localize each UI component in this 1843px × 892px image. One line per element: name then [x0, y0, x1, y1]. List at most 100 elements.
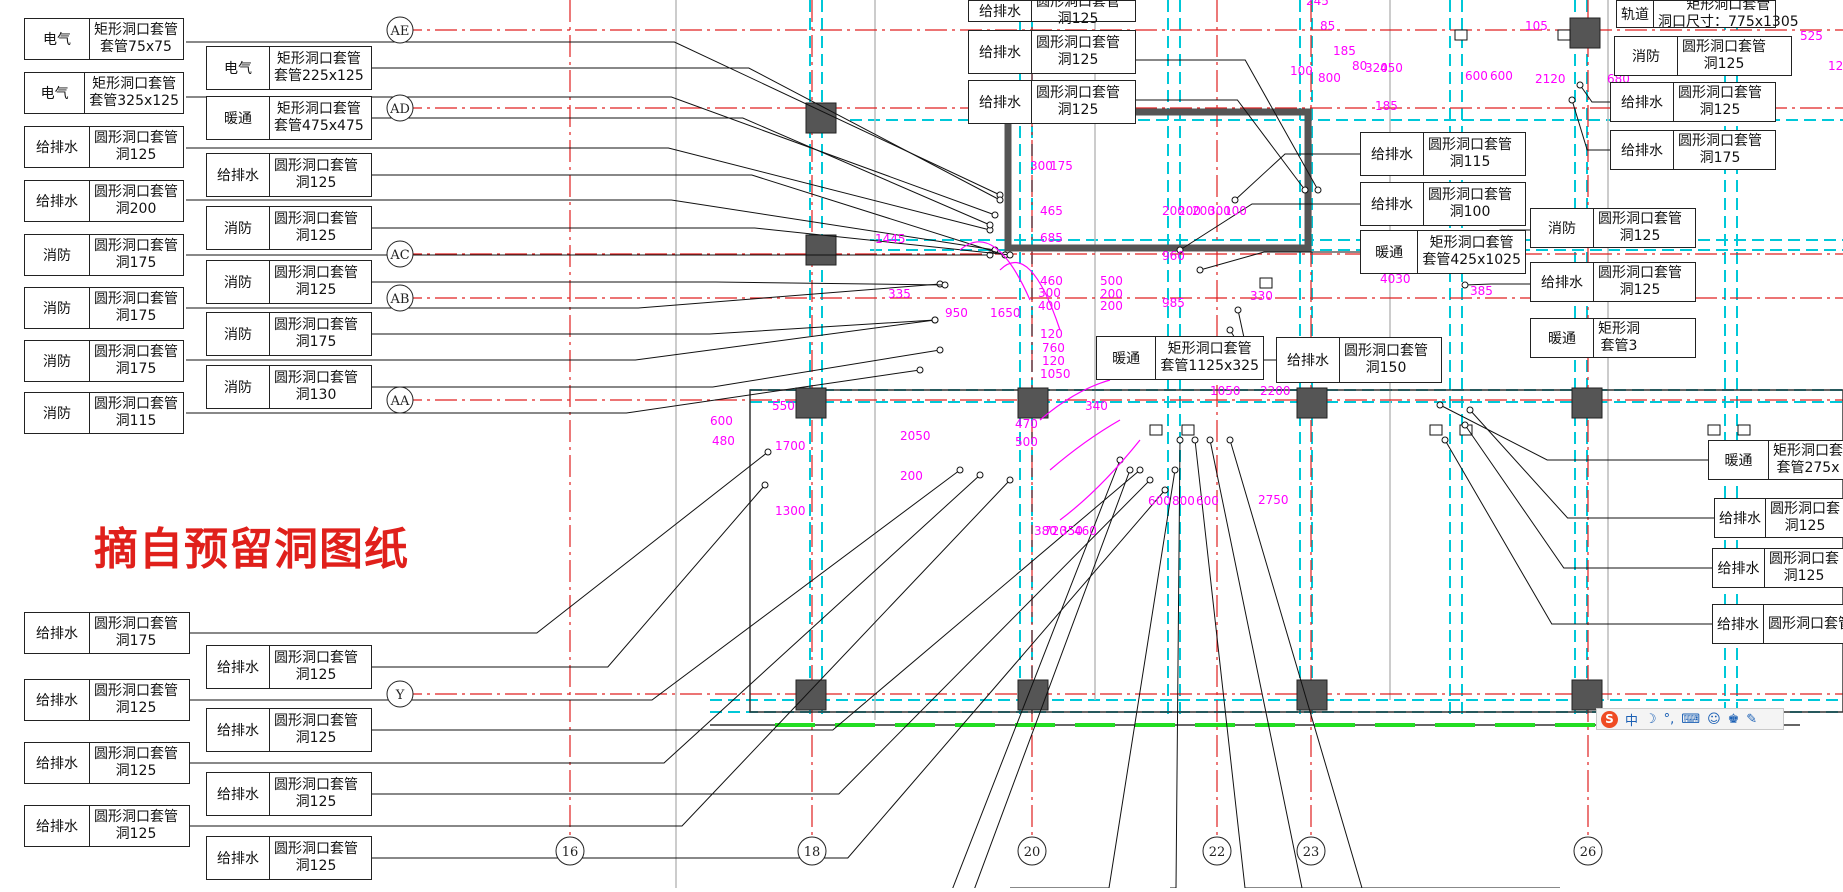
- shirt-icon[interactable]: ♚: [1727, 711, 1740, 727]
- tag-category: 给排水: [1277, 338, 1340, 382]
- ime-toolbar[interactable]: S 中 ☽ °, ⌨ ☺ ♚ ✎: [1596, 708, 1784, 730]
- hole-tag: 消防圆形洞口套管洞175: [24, 234, 184, 276]
- dimension-value: 1050: [1210, 384, 1241, 398]
- hole-tag: 电气矩形洞口套管套管325x125: [24, 72, 184, 114]
- dimension-value: 600: [1196, 494, 1219, 508]
- dimension-value: 400: [1038, 299, 1061, 313]
- leader-point: [1234, 306, 1242, 314]
- tag-description: 矩形洞口套管套管1125x325: [1156, 337, 1263, 379]
- tag-category: 消防: [1615, 37, 1678, 75]
- hole-tag: 消防圆形洞口套管洞125: [1530, 208, 1696, 248]
- leader-line: [372, 479, 1151, 795]
- hole-tag: 消防圆形洞口套管洞130: [206, 365, 372, 409]
- tag-description: 圆形洞口套洞125: [1765, 549, 1843, 587]
- moon-icon[interactable]: ☽: [1645, 711, 1657, 727]
- leader-line: [372, 227, 1011, 256]
- axis-label: AB: [390, 292, 410, 307]
- column: [1296, 679, 1328, 711]
- tag-category: 给排水: [25, 806, 90, 846]
- tag-category: 给排水: [969, 1, 1032, 21]
- tag-description: 矩形洞口套管套管425x1025: [1418, 231, 1525, 273]
- tag-description: 圆形洞口套管洞115: [1424, 133, 1516, 175]
- axis-bubble: [386, 284, 414, 312]
- dimension-value: 550: [772, 399, 795, 413]
- dimension-value: 80: [1352, 59, 1367, 73]
- dimension-value: 200: [1192, 204, 1215, 218]
- dimension-value: 960: [1162, 249, 1185, 263]
- tag-line: 洞125: [295, 858, 337, 874]
- axis-bubble: [797, 836, 827, 866]
- tag-line: 圆形洞口套管: [274, 158, 358, 174]
- tag-line: 洞130: [295, 387, 337, 403]
- dimension-value: 300: [1208, 204, 1231, 218]
- tag-line: 矩形洞口套管: [1167, 341, 1252, 357]
- tag-description: 圆形洞口套管洞125: [90, 743, 182, 783]
- tag-description: 圆形洞口套管洞125: [270, 261, 362, 303]
- leader-line: [372, 281, 946, 286]
- hole-tag: 给排水圆形洞口套管洞125: [24, 679, 190, 721]
- sleeve-box: [1149, 424, 1163, 436]
- ime-lang-toggle[interactable]: 中: [1625, 713, 1639, 729]
- leader-point: [1568, 96, 1576, 104]
- leader-line: [1444, 439, 1712, 625]
- hole-tag: 消防圆形洞口套管洞125: [206, 260, 372, 304]
- tag-line: 圆形洞口套管: [274, 777, 358, 793]
- tag-description: 圆形洞口套管洞175: [90, 288, 182, 328]
- tag-description: 矩形洞套管3: [1594, 319, 1644, 357]
- leader-line: [1464, 424, 1712, 569]
- tag-line: 洞125: [1699, 102, 1741, 118]
- leader-point: [1206, 436, 1214, 444]
- tag-line: 洞175: [115, 308, 157, 324]
- tag-category: 给排水: [1361, 133, 1424, 175]
- tag-description: 圆形洞口套管洞125: [270, 709, 362, 751]
- dimension-value: 175: [1050, 159, 1073, 173]
- tag-line: 矩形洞口套管: [1686, 0, 1771, 13]
- leader-point: [1006, 476, 1014, 484]
- leader-point: [1461, 421, 1469, 429]
- dimension-value: 200: [1100, 287, 1123, 301]
- dimension-value: 200: [1100, 299, 1123, 313]
- leader-point: [1441, 436, 1449, 444]
- tag-line: 矩形洞口套管: [1429, 235, 1514, 251]
- dimension-value: 685: [1040, 231, 1063, 245]
- tag-line: 套管475x475: [274, 118, 364, 134]
- keyboard-icon[interactable]: ⌨: [1681, 711, 1701, 727]
- hole-tag: 给排水圆形洞口套管洞150: [1276, 337, 1442, 383]
- leader-line: [1579, 84, 1610, 103]
- leader-point: [941, 281, 949, 289]
- tag-description: 圆形洞口套管洞125: [270, 154, 362, 196]
- sogou-logo-icon[interactable]: S: [1601, 710, 1618, 728]
- leader-point: [1146, 476, 1154, 484]
- leader-point: [1314, 186, 1322, 194]
- axis-bubble: [386, 240, 414, 268]
- tag-line: 洞125: [1057, 11, 1099, 27]
- tag-category: 给排水: [1713, 549, 1765, 587]
- leader-point: [1231, 196, 1239, 204]
- tag-line: 圆形洞口套管: [274, 211, 358, 227]
- tag-category: 给排水: [25, 743, 90, 783]
- dimension-value: 200: [1162, 204, 1185, 218]
- tag-category: 给排水: [1715, 499, 1766, 537]
- dimension-value: 100: [1290, 64, 1313, 78]
- tag-category: 消防: [25, 341, 90, 381]
- hole-tag: 电气矩形洞口套管套管225x125: [206, 46, 372, 90]
- tag-line: 圆形洞口套管: [274, 265, 358, 281]
- user-icon[interactable]: ☺: [1707, 711, 1721, 727]
- wrench-icon[interactable]: ✎: [1746, 711, 1758, 727]
- leader-line: [186, 369, 921, 414]
- tag-line: 圆形洞口套管: [1678, 85, 1762, 101]
- tag-line: 矩形洞口套管: [94, 22, 178, 38]
- leader-point: [1176, 246, 1184, 254]
- tag-line: 圆形洞口套管: [94, 344, 178, 360]
- tag-line: 洞125: [295, 794, 337, 810]
- tag-category: 给排水: [1361, 183, 1424, 225]
- tag-description: 圆形洞口套管洞125: [270, 773, 362, 815]
- hole-tag: 电气矩形洞口套管套管75x75: [24, 18, 184, 60]
- sleeve-box: [1454, 29, 1468, 41]
- tag-line: 洞125: [1619, 228, 1661, 244]
- punct-icon[interactable]: °,: [1663, 711, 1675, 727]
- tag-description: 圆形洞口套管洞125: [270, 837, 362, 879]
- dimension-value: 320: [1365, 61, 1388, 75]
- leader-line: [1209, 439, 1440, 889]
- tag-line: 矩形洞口套管: [276, 51, 361, 67]
